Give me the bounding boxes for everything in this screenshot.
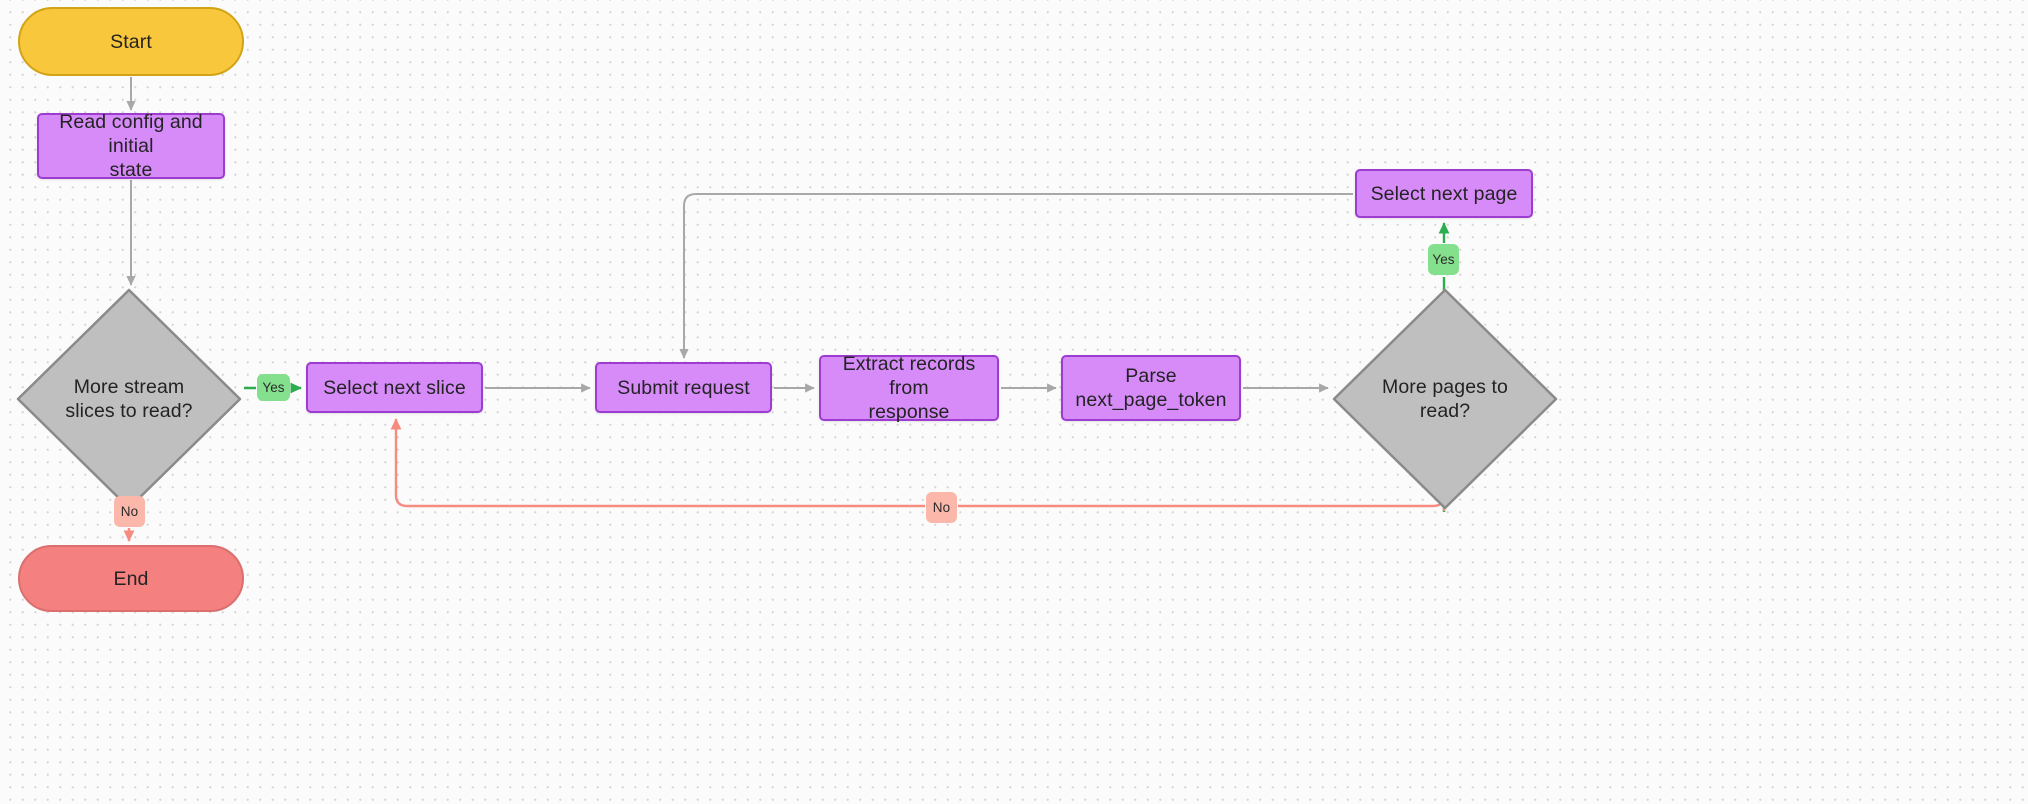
edge-label-no: No: [926, 492, 957, 523]
node-label: Submit request: [617, 376, 750, 399]
node-label: Parse next_page_token: [1075, 365, 1227, 411]
node-label: End: [113, 567, 149, 590]
node-start[interactable]: Start: [18, 7, 244, 76]
edge-label-yes: Yes: [257, 374, 290, 401]
node-read_config[interactable]: Read config and initial state: [37, 111, 225, 181]
node-next_slice[interactable]: Select next slice: [306, 362, 483, 413]
node-extract[interactable]: Extract records from response: [819, 353, 999, 423]
node-label: More stream slices to read?: [65, 376, 193, 422]
node-parse_token[interactable]: Parse next_page_token: [1061, 355, 1241, 421]
node-more_pages[interactable]: More pages to read?: [1332, 288, 1558, 510]
edge-label-yes: Yes: [1428, 244, 1459, 275]
node-label: More pages to read?: [1382, 376, 1508, 422]
node-end[interactable]: End: [18, 545, 244, 612]
node-label: Extract records from response: [842, 353, 976, 423]
edge-next_page-to-submit: [679, 193, 1353, 359]
edge-more_pages-to-next_slice: [396, 419, 1446, 511]
node-more_slices[interactable]: More stream slices to read?: [16, 288, 242, 510]
node-label: Select next slice: [323, 376, 466, 399]
node-label: Read config and initial state: [59, 111, 203, 181]
node-submit[interactable]: Submit request: [595, 362, 772, 413]
node-next_page[interactable]: Select next page: [1355, 169, 1533, 218]
edge-label-no: No: [114, 496, 145, 527]
node-label: Select next page: [1370, 182, 1518, 205]
node-label: Start: [110, 30, 152, 53]
